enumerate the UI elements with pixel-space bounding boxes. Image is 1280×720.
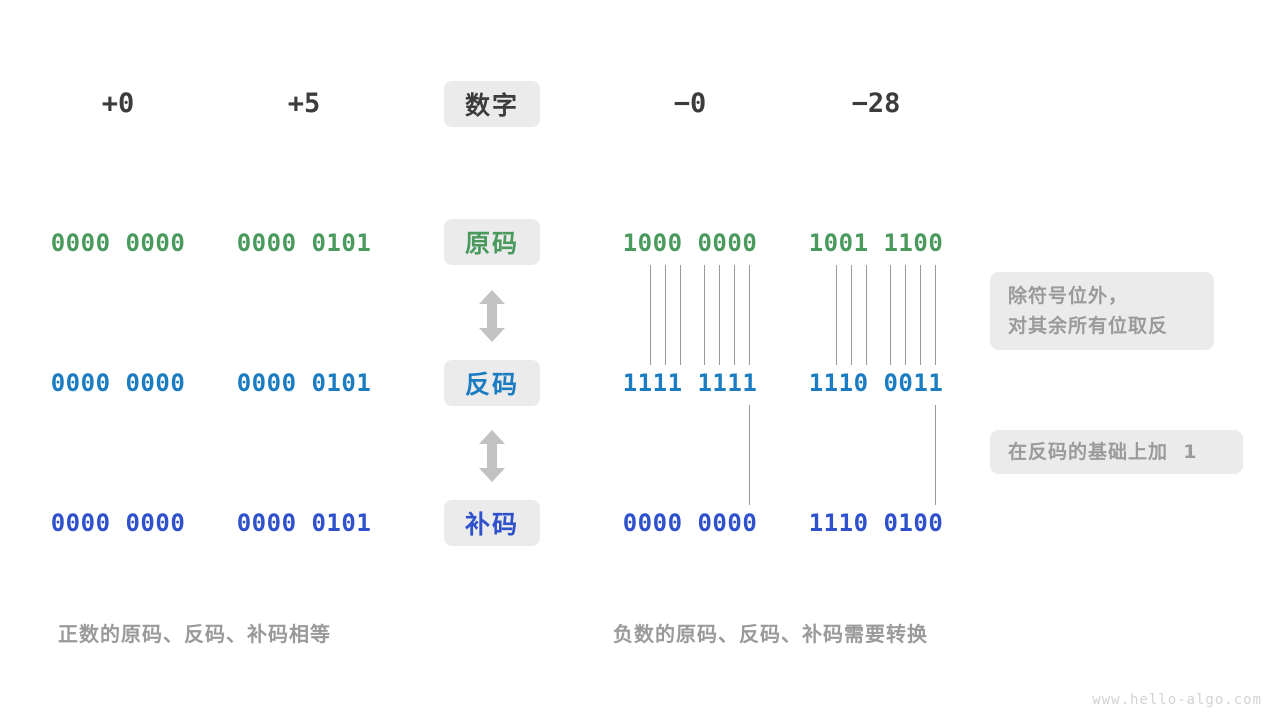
caption-negative: 负数的原码、反码、补码需要转换 (613, 622, 928, 646)
row-twos-complement-col-plus-zero: 0000 0000 (50, 509, 186, 537)
note-invert-bits-line2: 对其余所有位取反 (1008, 315, 1169, 337)
connector-tick (851, 265, 852, 365)
connector-tick (935, 405, 936, 505)
connector-tick (734, 265, 735, 365)
row-badge-original: 原码 (444, 219, 540, 265)
row-ones-complement-col-plus-zero: 0000 0000 (50, 369, 186, 397)
connector-tick (680, 265, 681, 365)
note-invert-bits-line1: 除符号位外， (1008, 285, 1129, 307)
row-twos-complement-col-plus-five: 0000 0101 (236, 509, 372, 537)
connector-tick (749, 405, 750, 505)
note-add-one-text: 在反码的基础上加 1 (1008, 441, 1198, 463)
row-ones-complement-col-minus-zero: 1111 1111 (622, 369, 758, 397)
note-invert-bits: 除符号位外， 对其余所有位取反 (990, 272, 1214, 350)
row-ones-complement-col-minus-twentyeight: 1110 0011 (808, 369, 944, 397)
header-value-minus-twentyeight: −28 (851, 88, 901, 119)
connector-tick (920, 265, 921, 365)
row-original-col-minus-twentyeight: 1001 1100 (808, 229, 944, 257)
header-value-minus-zero: −0 (673, 88, 707, 119)
row-badge-ones-complement: 反码 (444, 360, 540, 406)
row-badge-twos-complement: 补码 (444, 500, 540, 546)
row-twos-complement-col-minus-zero: 0000 0000 (622, 509, 758, 537)
connector-tick (650, 265, 651, 365)
double-vertical-arrow-icon-top (479, 290, 505, 342)
watermark: www.hello-algo.com (1092, 692, 1262, 708)
connector-tick (890, 265, 891, 365)
connector-tick (719, 265, 720, 365)
note-add-one: 在反码的基础上加 1 (990, 430, 1243, 474)
header-badge-number: 数字 (444, 81, 540, 127)
connector-tick (704, 265, 705, 365)
connector-tick (866, 265, 867, 365)
connector-tick (749, 265, 750, 365)
connector-tick (905, 265, 906, 365)
row-original-col-plus-zero: 0000 0000 (50, 229, 186, 257)
connector-tick (935, 265, 936, 365)
header-value-plus-zero: +0 (101, 88, 135, 119)
row-twos-complement-col-minus-twentyeight: 1110 0100 (808, 509, 944, 537)
connector-tick (836, 265, 837, 365)
row-original-col-plus-five: 0000 0101 (236, 229, 372, 257)
double-vertical-arrow-icon-bottom (479, 430, 505, 482)
caption-positive: 正数的原码、反码、补码相等 (58, 622, 331, 646)
row-original-col-minus-zero: 1000 0000 (622, 229, 758, 257)
header-value-plus-five: +5 (287, 88, 321, 119)
row-ones-complement-col-plus-five: 0000 0101 (236, 369, 372, 397)
connector-tick (665, 265, 666, 365)
